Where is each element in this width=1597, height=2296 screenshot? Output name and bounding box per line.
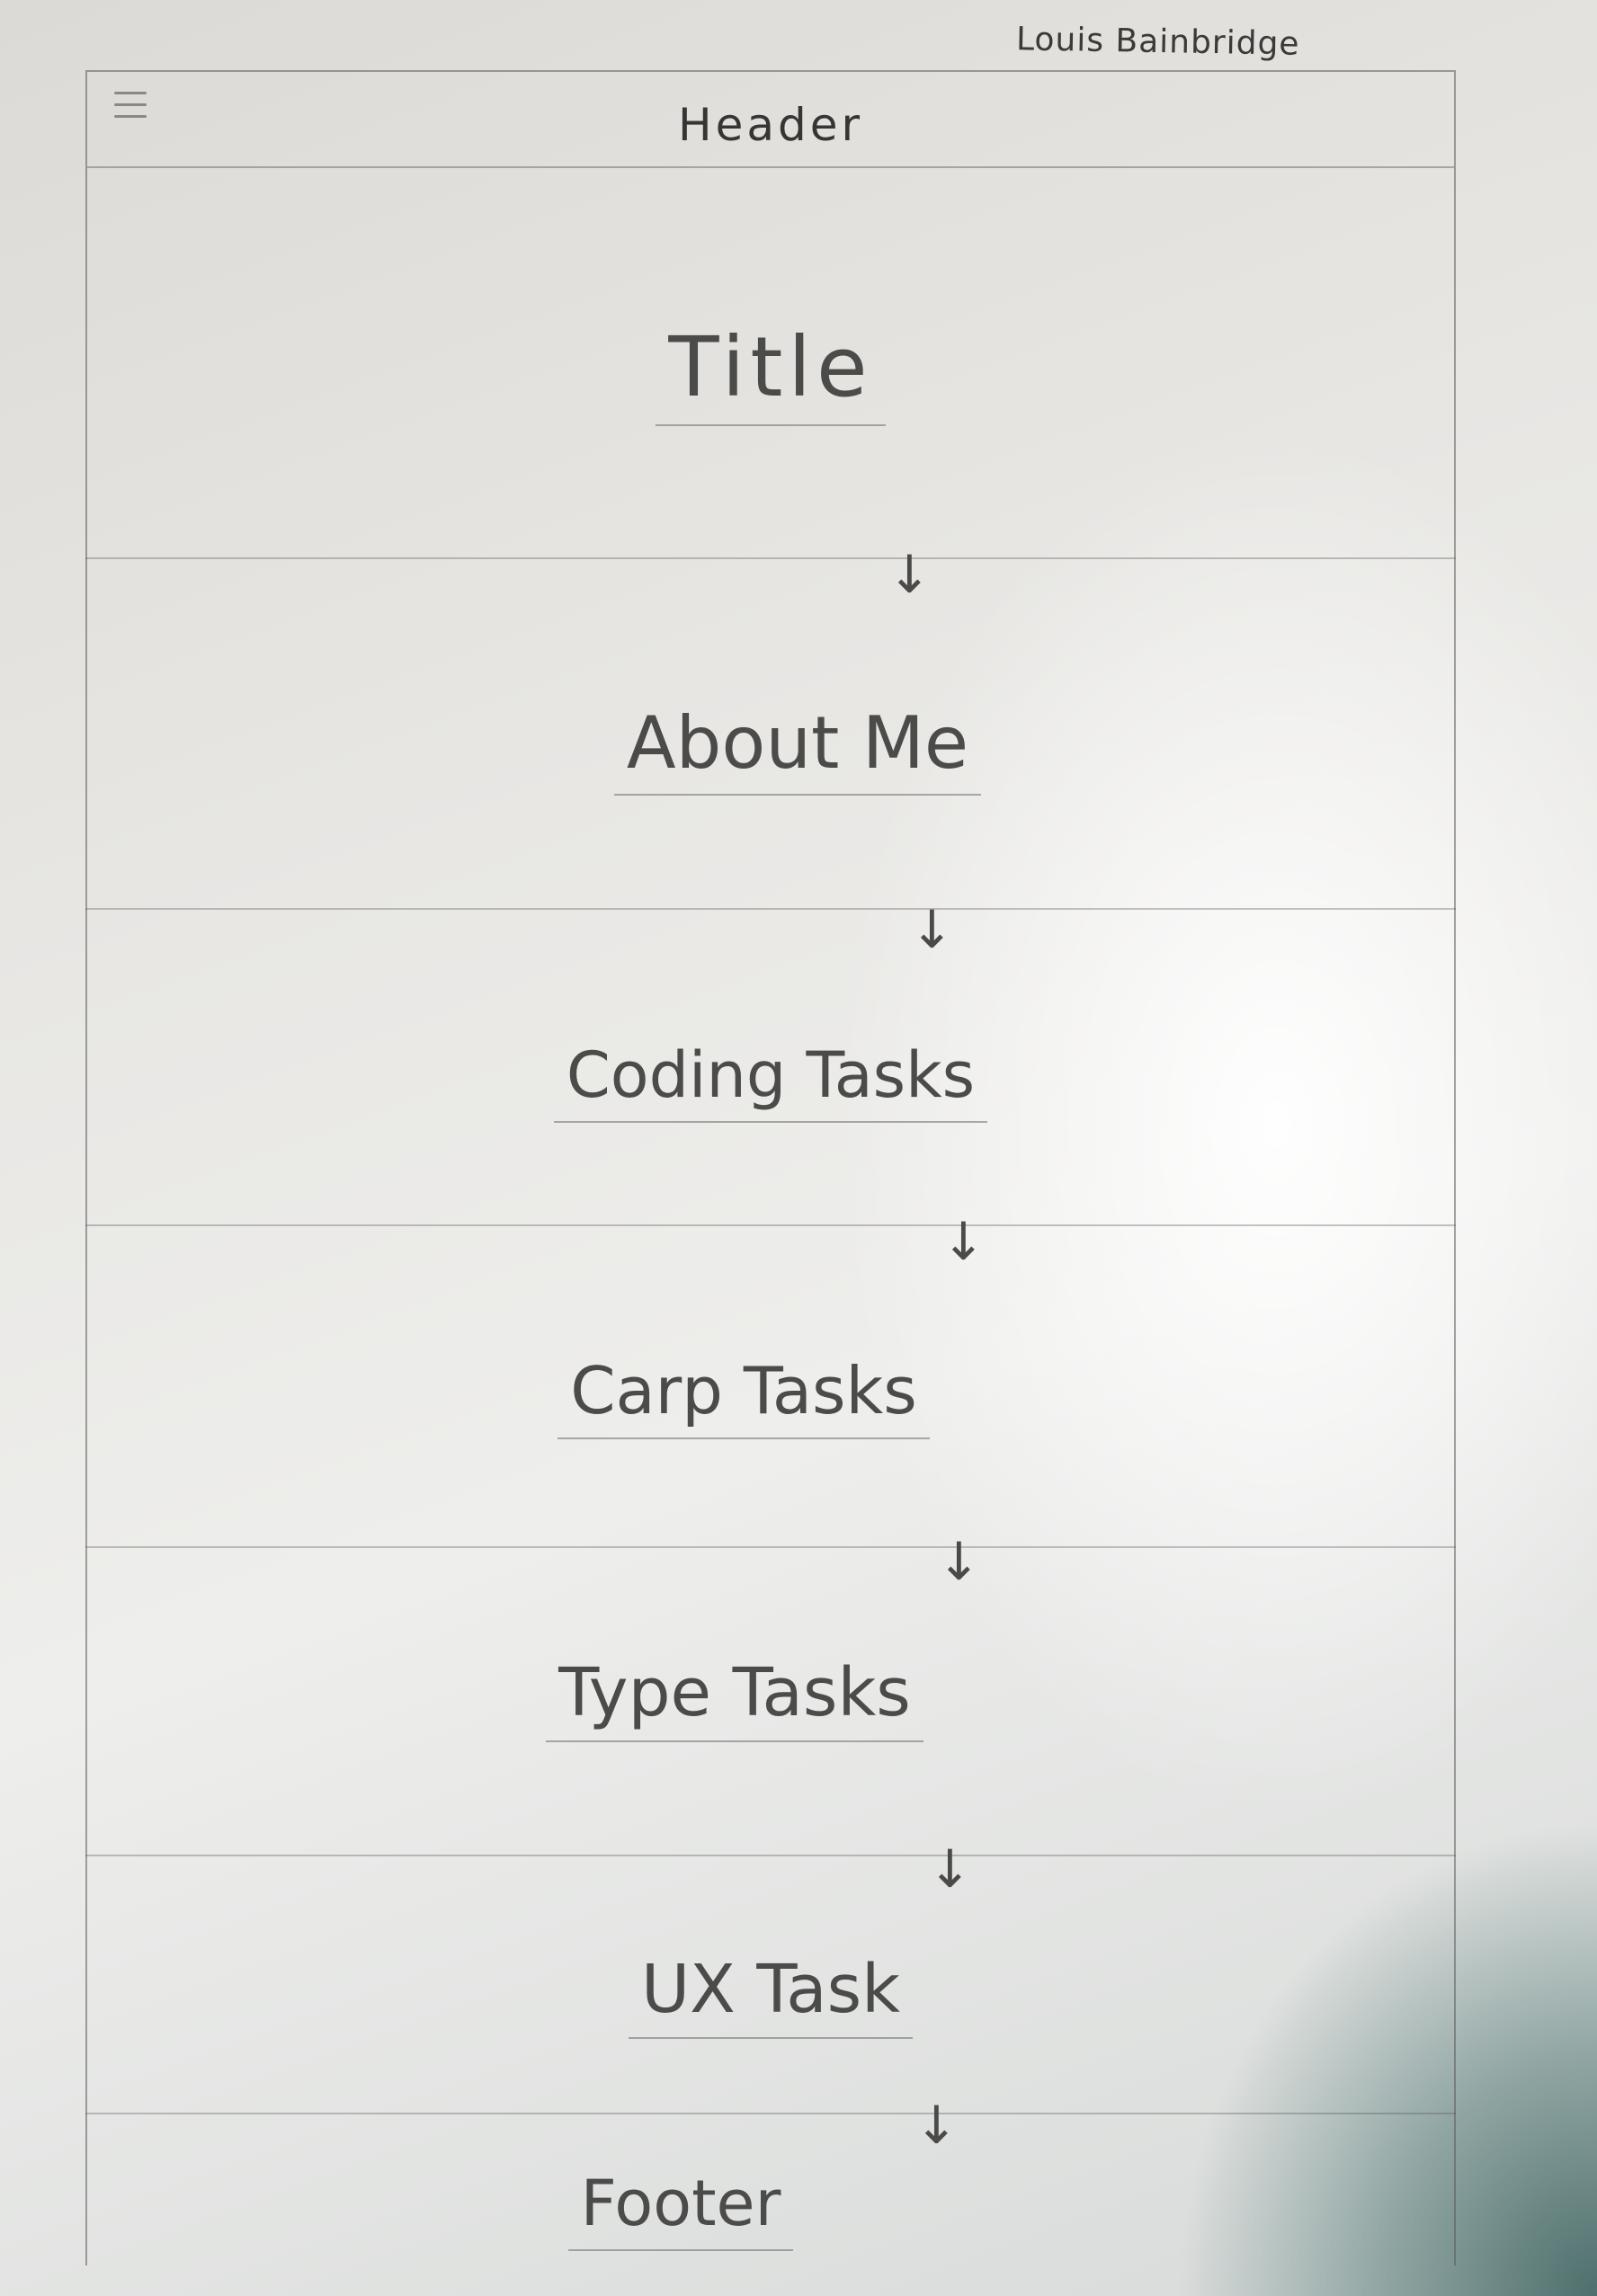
section-divider bbox=[85, 2113, 1456, 2114]
section-coding-tasks: Coding Tasks bbox=[87, 1038, 1454, 1123]
title-label: Title bbox=[656, 319, 886, 426]
arrow-down-icon: ↓ bbox=[914, 2095, 959, 2156]
section-divider bbox=[85, 1546, 1456, 1548]
section-footer: Footer bbox=[87, 2167, 1454, 2251]
section-ux-task: UX Task bbox=[87, 1951, 1454, 2039]
ux-task-label: UX Task bbox=[628, 1951, 914, 2039]
section-divider bbox=[85, 1224, 1456, 1226]
arrow-down-icon: ↓ bbox=[910, 899, 954, 960]
section-about-me: About Me bbox=[87, 701, 1454, 796]
coding-tasks-label: Coding Tasks bbox=[553, 1038, 988, 1123]
type-tasks-label: Type Tasks bbox=[546, 1654, 923, 1742]
section-divider bbox=[85, 1855, 1456, 1856]
section-divider bbox=[85, 908, 1456, 910]
header-bar: Header bbox=[87, 72, 1454, 168]
arrow-down-icon: ↓ bbox=[888, 544, 932, 605]
author-signature: Louis Bainbridge bbox=[1015, 21, 1300, 63]
arrow-down-icon: ↓ bbox=[941, 1211, 986, 1272]
section-title: Title bbox=[87, 319, 1454, 426]
about-me-label: About Me bbox=[613, 701, 982, 796]
footer-label: Footer bbox=[567, 2167, 794, 2251]
arrow-down-icon: ↓ bbox=[937, 1531, 981, 1592]
header-label: Header bbox=[677, 99, 864, 151]
section-carp-tasks: Carp Tasks bbox=[87, 1353, 1454, 1439]
wireframe-page: Header Title ↓ About Me ↓ Coding Tasks ↓… bbox=[85, 70, 1456, 2265]
section-type-tasks: Type Tasks bbox=[87, 1654, 1454, 1742]
arrow-down-icon: ↓ bbox=[928, 1838, 972, 1900]
carp-tasks-label: Carp Tasks bbox=[558, 1353, 930, 1439]
section-divider bbox=[85, 557, 1456, 559]
hamburger-menu-icon[interactable] bbox=[114, 92, 147, 127]
